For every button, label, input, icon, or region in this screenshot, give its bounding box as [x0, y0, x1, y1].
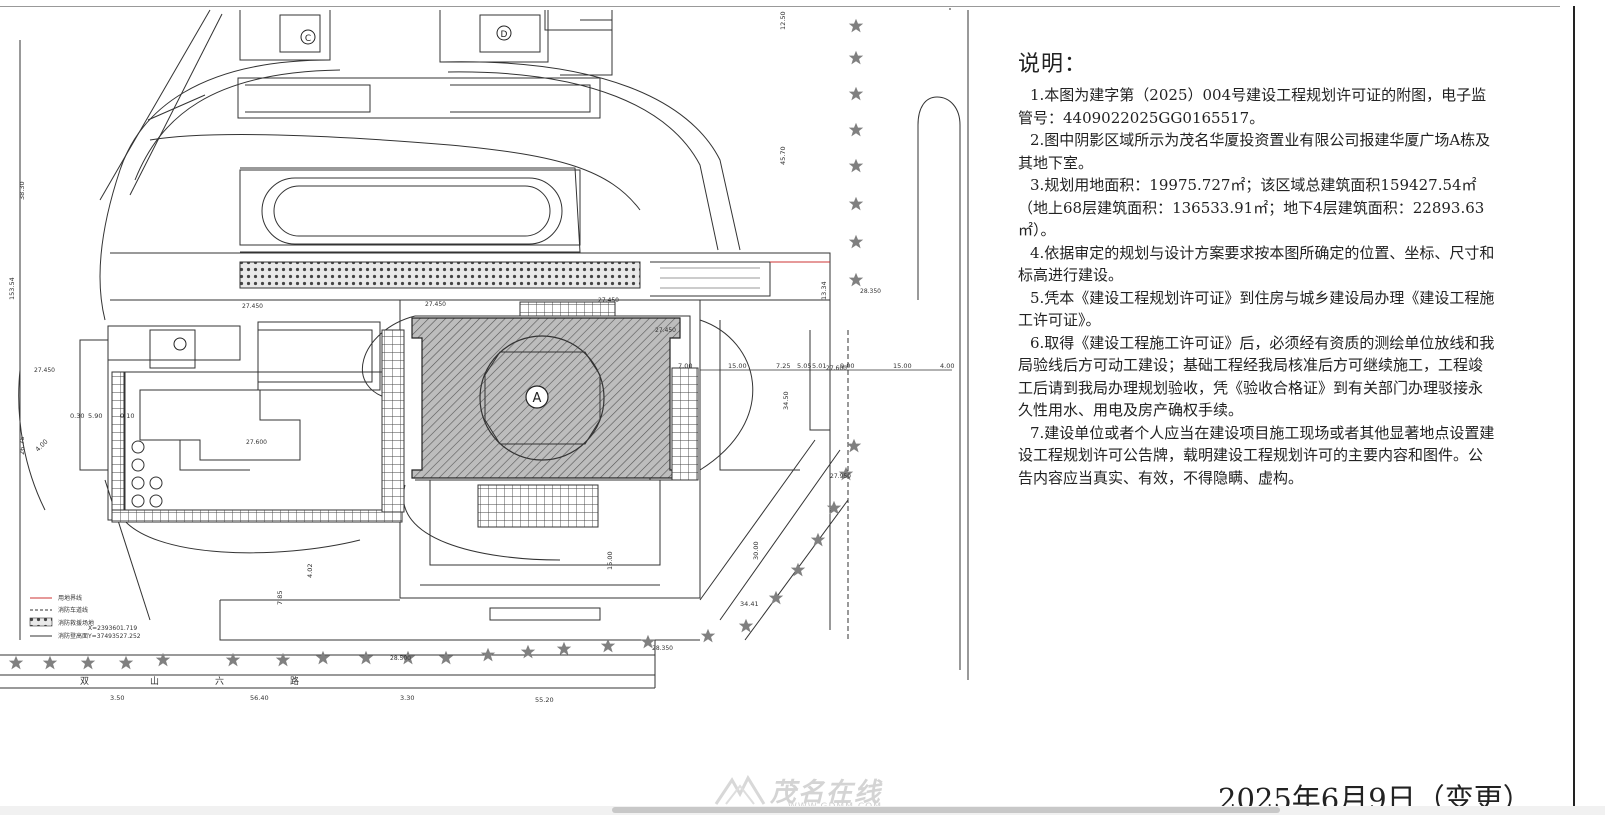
svg-text:消防车道线: 消防车道线	[58, 606, 88, 614]
svg-text:27.600: 27.600	[826, 365, 847, 372]
svg-text:28.350: 28.350	[860, 288, 881, 295]
watermark-text: 茂名在线	[770, 778, 883, 808]
svg-text:30.00: 30.00	[752, 541, 760, 560]
horizontal-scrollbar-thumb[interactable]	[612, 807, 1280, 813]
svg-text:5.90: 5.90	[88, 412, 102, 420]
svg-text:56.40: 56.40	[250, 694, 269, 702]
plan-legend: 用地界线 消防车道线 消防救援场地 消防登高面 X=2393601.719 Y=…	[29, 594, 141, 640]
svg-text:消防救援场地: 消防救援场地	[58, 619, 94, 627]
note-item: 2.图中阴影区域所示为茂名华厦投资置业有限公司报建华厦广场A栋及其地下室。	[1018, 131, 1491, 172]
svg-text:26.75: 26.75	[18, 436, 26, 455]
svg-text:3.30: 3.30	[400, 694, 414, 702]
svg-text:13.34: 13.34	[820, 281, 828, 300]
svg-text:4.00: 4.00	[34, 438, 50, 454]
svg-text:12.50: 12.50	[779, 11, 787, 30]
svg-text:用地界线: 用地界线	[58, 594, 82, 602]
svg-text:27.450: 27.450	[425, 301, 446, 308]
paving-grid-top	[519, 301, 616, 317]
svg-text:4.00: 4.00	[940, 362, 954, 370]
svg-text:45.70: 45.70	[779, 146, 787, 165]
note-item: 3.规划用地面积：19975.727㎡；该区域总建筑面积159427.54㎡（地…	[1018, 176, 1485, 239]
dimension-labels: 12.50 45.70 38.30 153.54 26.75 7.00 15.0…	[8, 11, 954, 704]
svg-text:27.950: 27.950	[830, 473, 851, 480]
svg-text:15.00: 15.00	[606, 551, 614, 570]
svg-text:15.00: 15.00	[728, 362, 747, 370]
svg-text:路: 路	[290, 675, 299, 687]
paving-grid-bottom	[477, 484, 599, 528]
building-marker-small	[173, 337, 187, 351]
svg-text:C: C	[305, 34, 311, 44]
tree-row-right	[848, 18, 864, 287]
svg-text:28.500: 28.500	[390, 655, 411, 662]
svg-text:A: A	[533, 391, 542, 406]
note-item: 6.取得《建设工程施工许可证》后，必须经有资质的测绘单位放线和我局验线后方可动工…	[1018, 333, 1495, 420]
building-marker-d: D	[496, 25, 512, 41]
svg-text:9.00: 9.00	[840, 362, 854, 370]
svg-text:15.00: 15.00	[893, 362, 912, 370]
road-label: 双 山 六 路	[80, 675, 299, 687]
svg-text:3.50: 3.50	[110, 694, 124, 702]
note-item: 1.本图为建字第（2025）004号建设工程规划许可证的附图，电子监管号：440…	[1018, 86, 1487, 127]
paving-grid-bottom-left	[111, 509, 403, 523]
note-item: 7.建设单位或者个人应当在建设项目施工现场或者其他显著地点设置建设工程规划许可公…	[1018, 423, 1495, 487]
svg-text:消防登高面: 消防登高面	[58, 632, 88, 640]
svg-text:5.05: 5.05	[797, 362, 811, 370]
svg-text:山: 山	[150, 676, 159, 687]
elevation-labels: 27.450 27.450 27.450 27.450 27.450 27.60…	[34, 288, 881, 662]
svg-text:0.10: 0.10	[120, 412, 134, 420]
svg-text:7.25: 7.25	[776, 362, 790, 370]
svg-text:4.02: 4.02	[306, 564, 314, 578]
svg-text:28.350: 28.350	[652, 645, 673, 652]
svg-text:双: 双	[80, 676, 89, 687]
note-item: 4.依据审定的规划与设计方案要求按本图所确定的位置、坐标、尺寸和标高进行建设。	[1018, 243, 1495, 285]
svg-text:38.30: 38.30	[18, 181, 26, 200]
svg-text:27.450: 27.450	[34, 367, 55, 374]
drawing-frame-line-right	[1573, 6, 1575, 812]
paving-grid-right	[671, 367, 699, 481]
svg-text:Y=37493527.252: Y=37493527.252	[87, 633, 141, 640]
notes-list: 1.本图为建字第（2025）004号建设工程规划许可证的附图，电子监管号：440…	[1018, 84, 1496, 489]
site-plan-drawing: C D A 双 山 六 路 12.50 45.70 38.30 153.54 2…	[0, 8, 969, 704]
notes-title: 说明：	[1018, 52, 1088, 77]
svg-text:5.01: 5.01	[812, 362, 826, 370]
svg-text:55.20: 55.20	[535, 696, 554, 704]
paving-grid-left	[111, 371, 125, 521]
note-item: 5.凭本《建设工程规划许可证》到住房与城乡建设局办理《建设工程施工许可证》。	[1018, 288, 1495, 330]
building-marker-c: C	[300, 29, 316, 45]
svg-text:27.450: 27.450	[655, 327, 676, 334]
notes-panel: 说明： 1.本图为建字第（2025）004号建设工程规划许可证的附图，电子监管号…	[1018, 46, 1496, 489]
svg-text:X=2393601.719: X=2393601.719	[88, 625, 137, 632]
watermark-logo-icon	[714, 774, 766, 805]
building-marker-a: A	[525, 385, 549, 409]
drawing-frame-line-top	[0, 6, 1560, 7]
svg-text:7.85: 7.85	[276, 591, 284, 605]
svg-text:0.30: 0.30	[70, 412, 84, 420]
svg-text:153.54: 153.54	[8, 277, 16, 300]
svg-text:34.50: 34.50	[782, 391, 790, 410]
svg-text:7.00: 7.00	[678, 362, 692, 370]
paving-grid-mid	[381, 329, 405, 513]
svg-text:六: 六	[215, 675, 224, 687]
fire-rescue-strip	[239, 261, 641, 289]
svg-text:27.450: 27.450	[242, 303, 263, 310]
svg-text:D: D	[501, 30, 508, 40]
equipment-circles	[131, 440, 163, 508]
svg-text:34.41: 34.41	[740, 600, 759, 608]
svg-text:27.600: 27.600	[246, 439, 267, 446]
svg-text:27.450: 27.450	[598, 297, 619, 304]
